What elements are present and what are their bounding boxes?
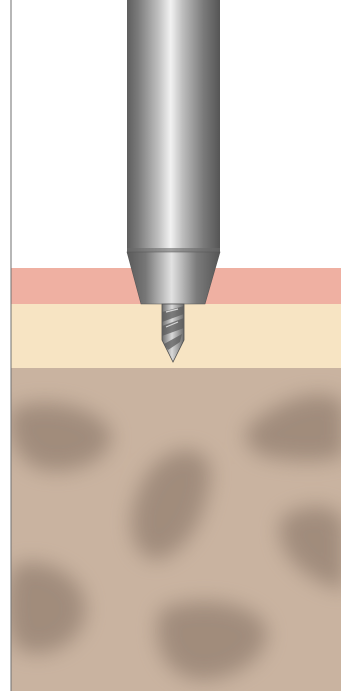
drill-collar bbox=[127, 252, 220, 304]
drill-shaft bbox=[127, 0, 220, 252]
